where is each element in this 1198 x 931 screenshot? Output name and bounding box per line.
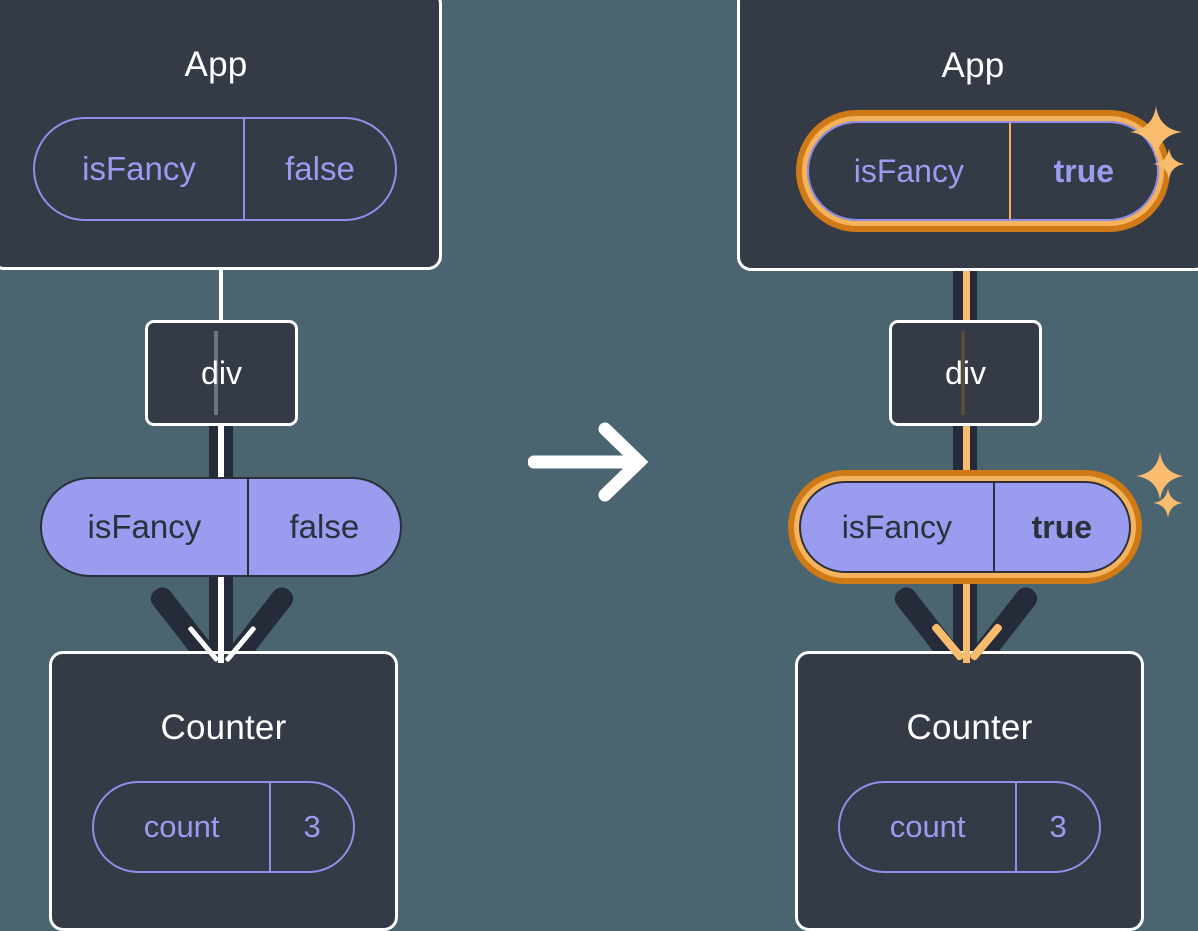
counter-state-pill-key-before: count bbox=[143, 809, 220, 844]
app-title-after: App bbox=[941, 46, 1005, 85]
arrowhead-core-before bbox=[187, 622, 257, 668]
div-box-after: div bbox=[889, 320, 1042, 426]
prop-pill-value-after: true bbox=[992, 483, 1129, 571]
connector-div-to-prop-core-before bbox=[218, 421, 224, 493]
prop-pill-value-before: false bbox=[246, 479, 400, 575]
sparkle-large-icon-prop bbox=[1136, 452, 1184, 500]
counter-state-pill-after: count 3 bbox=[838, 781, 1101, 873]
transition-arrow-icon bbox=[528, 422, 649, 502]
div-label-after: div bbox=[945, 354, 986, 391]
counter-state-pill-before: count 3 bbox=[92, 781, 355, 873]
app-box-after: App isFancy true bbox=[737, 0, 1198, 271]
div-box-before: div bbox=[145, 320, 298, 426]
connector-div-to-prop-core-after bbox=[963, 421, 970, 493]
sparkle-small-icon-prop bbox=[1153, 488, 1183, 518]
counter-state-pill-value-before: 3 bbox=[269, 783, 353, 871]
prop-pill-before: isFancy false bbox=[40, 477, 402, 577]
sparkle-large-icon-app bbox=[1130, 106, 1182, 158]
counter-state-pill-key-after: count bbox=[889, 809, 966, 844]
sparkle-small-icon-app bbox=[1153, 148, 1185, 180]
prop-pill-key-after: isFancy bbox=[841, 508, 952, 545]
counter-state-pill-value-after: 3 bbox=[1015, 783, 1099, 871]
app-state-pill-key-after: isFancy bbox=[853, 152, 964, 189]
connector-app-to-div-before bbox=[219, 265, 223, 325]
app-state-pill-value-before: false bbox=[243, 119, 395, 219]
div-passthrough-line-after bbox=[960, 331, 965, 415]
arrowhead-core-after bbox=[930, 620, 1004, 668]
div-label-before: div bbox=[201, 354, 242, 391]
connector-prop-to-counter-core-after bbox=[963, 568, 970, 663]
app-title-before: App bbox=[184, 45, 248, 84]
counter-title-after: Counter bbox=[906, 708, 1033, 747]
connector-prop-to-counter-core-before bbox=[218, 568, 224, 663]
app-state-pill-key-before: isFancy bbox=[82, 150, 196, 187]
counter-box-after: Counter count 3 bbox=[795, 651, 1144, 931]
counter-title-before: Counter bbox=[160, 708, 287, 747]
app-state-pill-before: isFancy false bbox=[33, 117, 397, 221]
app-state-pill-value-after: true bbox=[1008, 123, 1157, 219]
prop-pill-after: isFancy true bbox=[799, 481, 1131, 573]
counter-box-before: Counter count 3 bbox=[49, 651, 398, 931]
prop-pill-key-before: isFancy bbox=[87, 508, 202, 545]
connector-app-to-div-core-after bbox=[963, 228, 970, 328]
div-passthrough-line-before bbox=[213, 331, 218, 415]
app-box-before: App isFancy false bbox=[0, 0, 442, 270]
app-state-pill-after: isFancy true bbox=[807, 121, 1159, 221]
